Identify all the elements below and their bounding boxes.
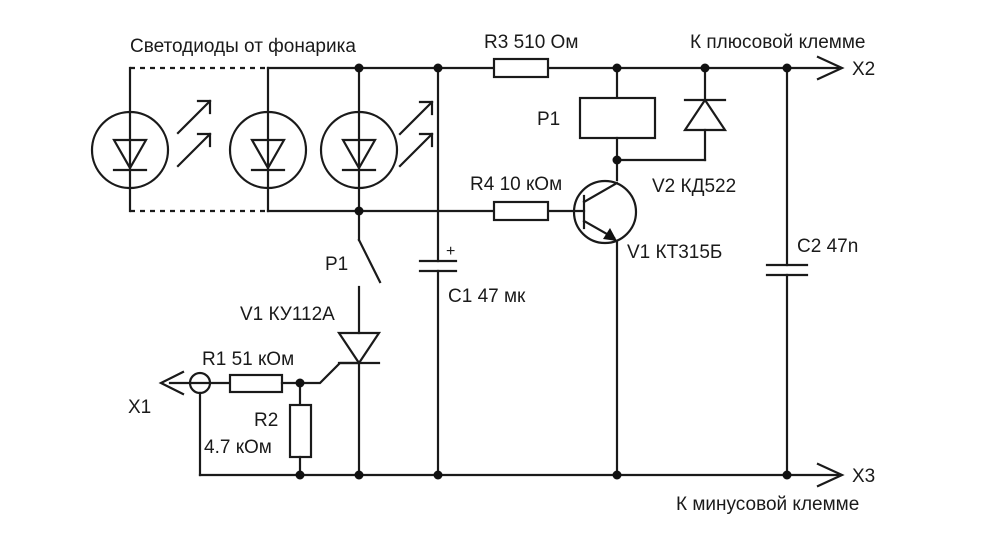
- minus-terminal-label: К минусовой клемме: [676, 494, 859, 515]
- relay-p1-label: P1: [537, 109, 560, 130]
- led-3: [319, 66, 399, 213]
- diode-v2: [615, 66, 728, 162]
- r4-label: R4 10 кОм: [470, 174, 562, 195]
- p1-switch-label: P1: [325, 254, 348, 275]
- capacitor-c1: [418, 66, 458, 477]
- led-1: [90, 66, 170, 213]
- relay-p1-coil: [578, 66, 657, 182]
- r2-name-label: R2: [254, 410, 278, 431]
- x1-label: X1: [128, 397, 151, 418]
- r2-value-label: 4.7 кОм: [204, 437, 272, 458]
- x1-arrow-icon: [158, 370, 185, 396]
- x2-label: X2: [852, 59, 875, 80]
- led-2: [228, 66, 308, 213]
- light-arrows-icon: [398, 100, 434, 168]
- plus-terminal-label: К плюсовой клемме: [690, 32, 865, 53]
- v1-transistor-label: V1 КТ315Б: [627, 242, 722, 263]
- transistor-v1: [572, 179, 638, 477]
- x3-label: X3: [852, 466, 875, 487]
- emitter-arrow-icon: [603, 228, 617, 241]
- resistor-r4: [492, 200, 550, 222]
- v1-thyristor-label: V1 КУ112А: [240, 304, 335, 325]
- r3-label: R3 510 Ом: [484, 32, 578, 53]
- resistor-r3: [492, 57, 550, 79]
- resistor-r1: [228, 373, 284, 394]
- r1-label: R1 51 кОм: [202, 349, 294, 370]
- c2-label: C2 47n: [797, 236, 858, 257]
- capacitor-c2: [765, 66, 809, 477]
- x2-arrow-icon: [816, 55, 845, 81]
- leds-label: Светодиоды от фонарика: [130, 36, 356, 57]
- resistor-r2: [288, 381, 313, 477]
- v2-label: V2 КД522: [652, 176, 736, 197]
- light-arrows-icon: [176, 99, 212, 168]
- x3-arrow-icon: [816, 462, 845, 488]
- c1-label: C1 47 мк: [448, 286, 526, 307]
- junction-dots: [295, 63, 792, 480]
- thyristor-v1: [298, 331, 382, 477]
- relay-p1-switch: [357, 209, 382, 335]
- c1-plus-label: +: [446, 243, 455, 260]
